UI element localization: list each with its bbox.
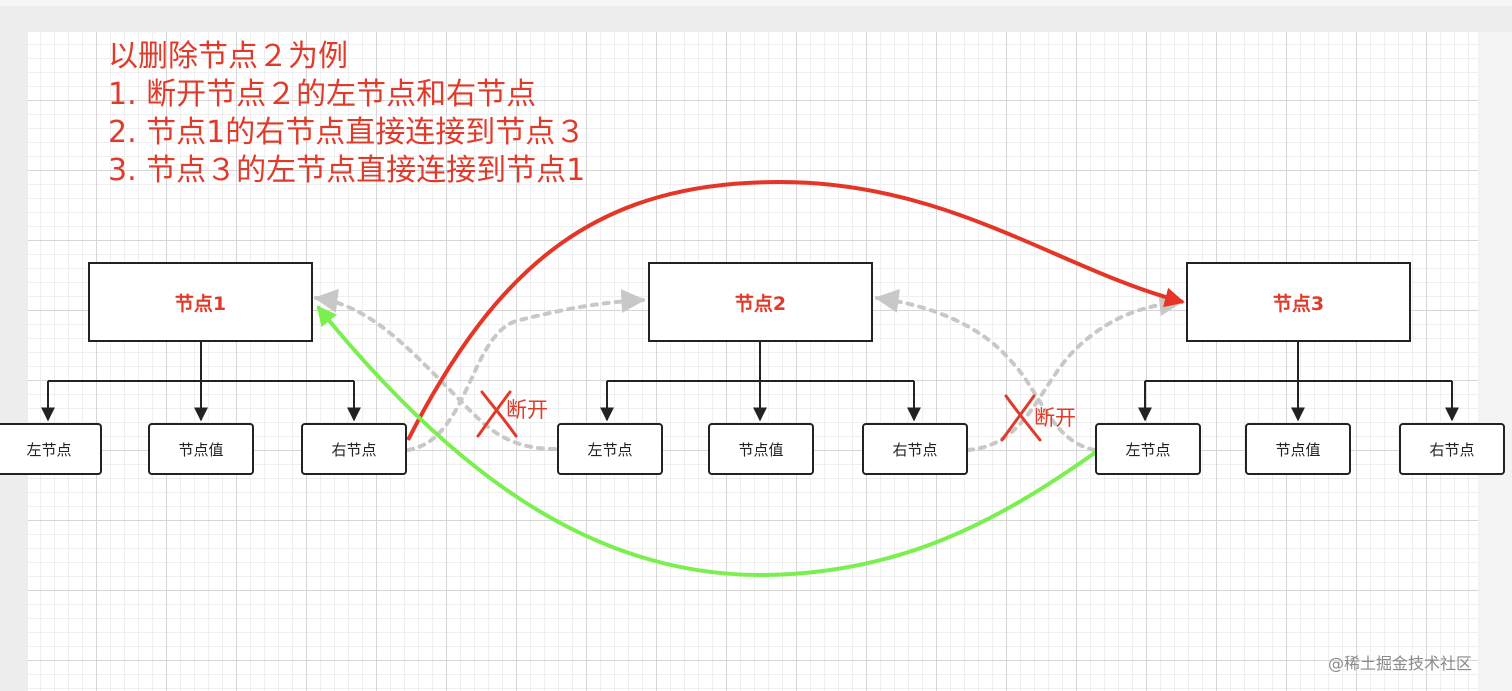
canvas-right-margin [1478, 32, 1512, 691]
instruction-step-3: 3. 节点３的左节点直接连接到节点1 [108, 153, 586, 188]
watermark: @稀土掘金技术社区 [1328, 654, 1473, 673]
instruction-step-2: 2. 节点1的右节点直接连接到节点３ [108, 115, 586, 150]
node-3: 节点3 [1186, 262, 1411, 342]
old-link-node2-left-to-node1 [313, 288, 557, 451]
node-3-value: 节点值 [1245, 423, 1351, 475]
node-2: 节点2 [648, 262, 873, 342]
node-3-left: 左节点 [1095, 423, 1201, 475]
diagram-canvas-grid [28, 32, 1478, 691]
node-2-right: 右节点 [862, 423, 968, 475]
window-top-bar [0, 0, 1512, 6]
tree-connector-node2 [600, 340, 921, 422]
cut-mark-2 [1000, 394, 1042, 442]
instruction-step-1: 1. 断开节点２的左节点和右节点 [108, 77, 537, 112]
old-link-node1-right-to-node2 [406, 289, 646, 452]
node-1: 节点1 [88, 262, 313, 342]
cut-label-2: 断开 [1034, 406, 1076, 430]
node-3-right: 右节点 [1399, 423, 1505, 475]
old-link-node3-left-to-node2 [874, 288, 1096, 452]
node-1-right: 右节点 [301, 423, 407, 475]
node-1-left: 左节点 [0, 423, 102, 475]
tree-connector-node3 [1138, 340, 1459, 422]
node-2-value: 节点值 [708, 423, 814, 475]
old-link-node2-right-to-node3 [966, 292, 1184, 452]
node-2-left: 左节点 [557, 423, 663, 475]
node-1-value: 节点值 [148, 423, 254, 475]
instruction-title: 以删除节点２为例 [108, 39, 348, 74]
cut-label-1: 断开 [506, 398, 548, 422]
new-link-node1-right-to-node3 [406, 179, 1185, 441]
new-link-node3-left-to-node1 [316, 305, 1098, 578]
tree-connector-node1 [41, 340, 361, 422]
cut-mark-1 [476, 390, 518, 438]
